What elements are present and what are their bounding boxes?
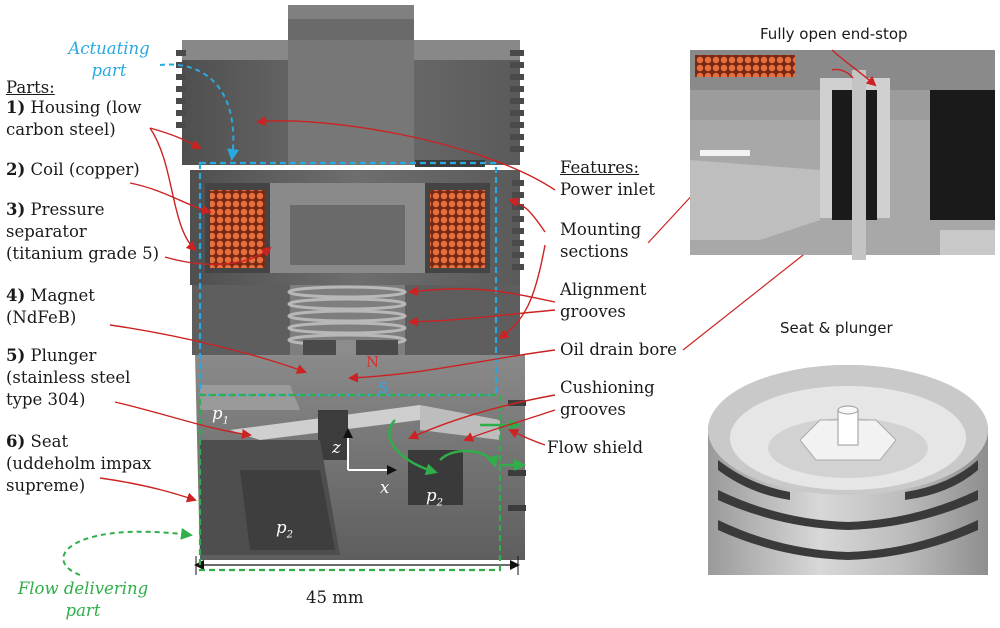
parts-header: Parts:	[6, 78, 55, 97]
flow-delivering-label: Flow delivering part	[17, 579, 149, 620]
coordinate-axes	[343, 428, 397, 475]
feature-flow-shield: Flow shield	[547, 438, 644, 457]
valve-cutaway	[176, 5, 526, 575]
end-stop-label: Fully open end-stop	[760, 25, 908, 43]
feature-arrows	[256, 116, 556, 446]
end-stop-inset	[690, 49, 995, 260]
pressure-p1-label: p1	[212, 404, 229, 427]
flow-delivering-part-box	[198, 393, 502, 572]
pressure-p2-label-right: p2	[426, 486, 443, 509]
seat-plunger-inset	[708, 365, 988, 575]
part-arrows	[99, 127, 307, 503]
features-header: Features:	[560, 158, 640, 177]
axis-x-label: x	[380, 478, 390, 497]
axis-z-label: z	[332, 438, 341, 457]
feature-oil-drain-bore: Oil drain bore	[560, 340, 677, 359]
feature-power-inlet: Power inlet	[560, 180, 655, 199]
actuating-part-box	[198, 161, 498, 397]
magnet-south-label: S	[378, 379, 389, 397]
dimension-label: 45 mm	[306, 588, 364, 607]
actuating-arrow	[159, 63, 240, 161]
seat-plunger-label: Seat & plunger	[780, 319, 893, 337]
pressure-p2-label: p2	[276, 518, 293, 541]
flow-path-arrows	[388, 419, 526, 476]
flow-arrow	[62, 527, 193, 576]
magnet-north-label: N	[366, 353, 380, 371]
actuating-label: Actuating part	[68, 39, 150, 80]
